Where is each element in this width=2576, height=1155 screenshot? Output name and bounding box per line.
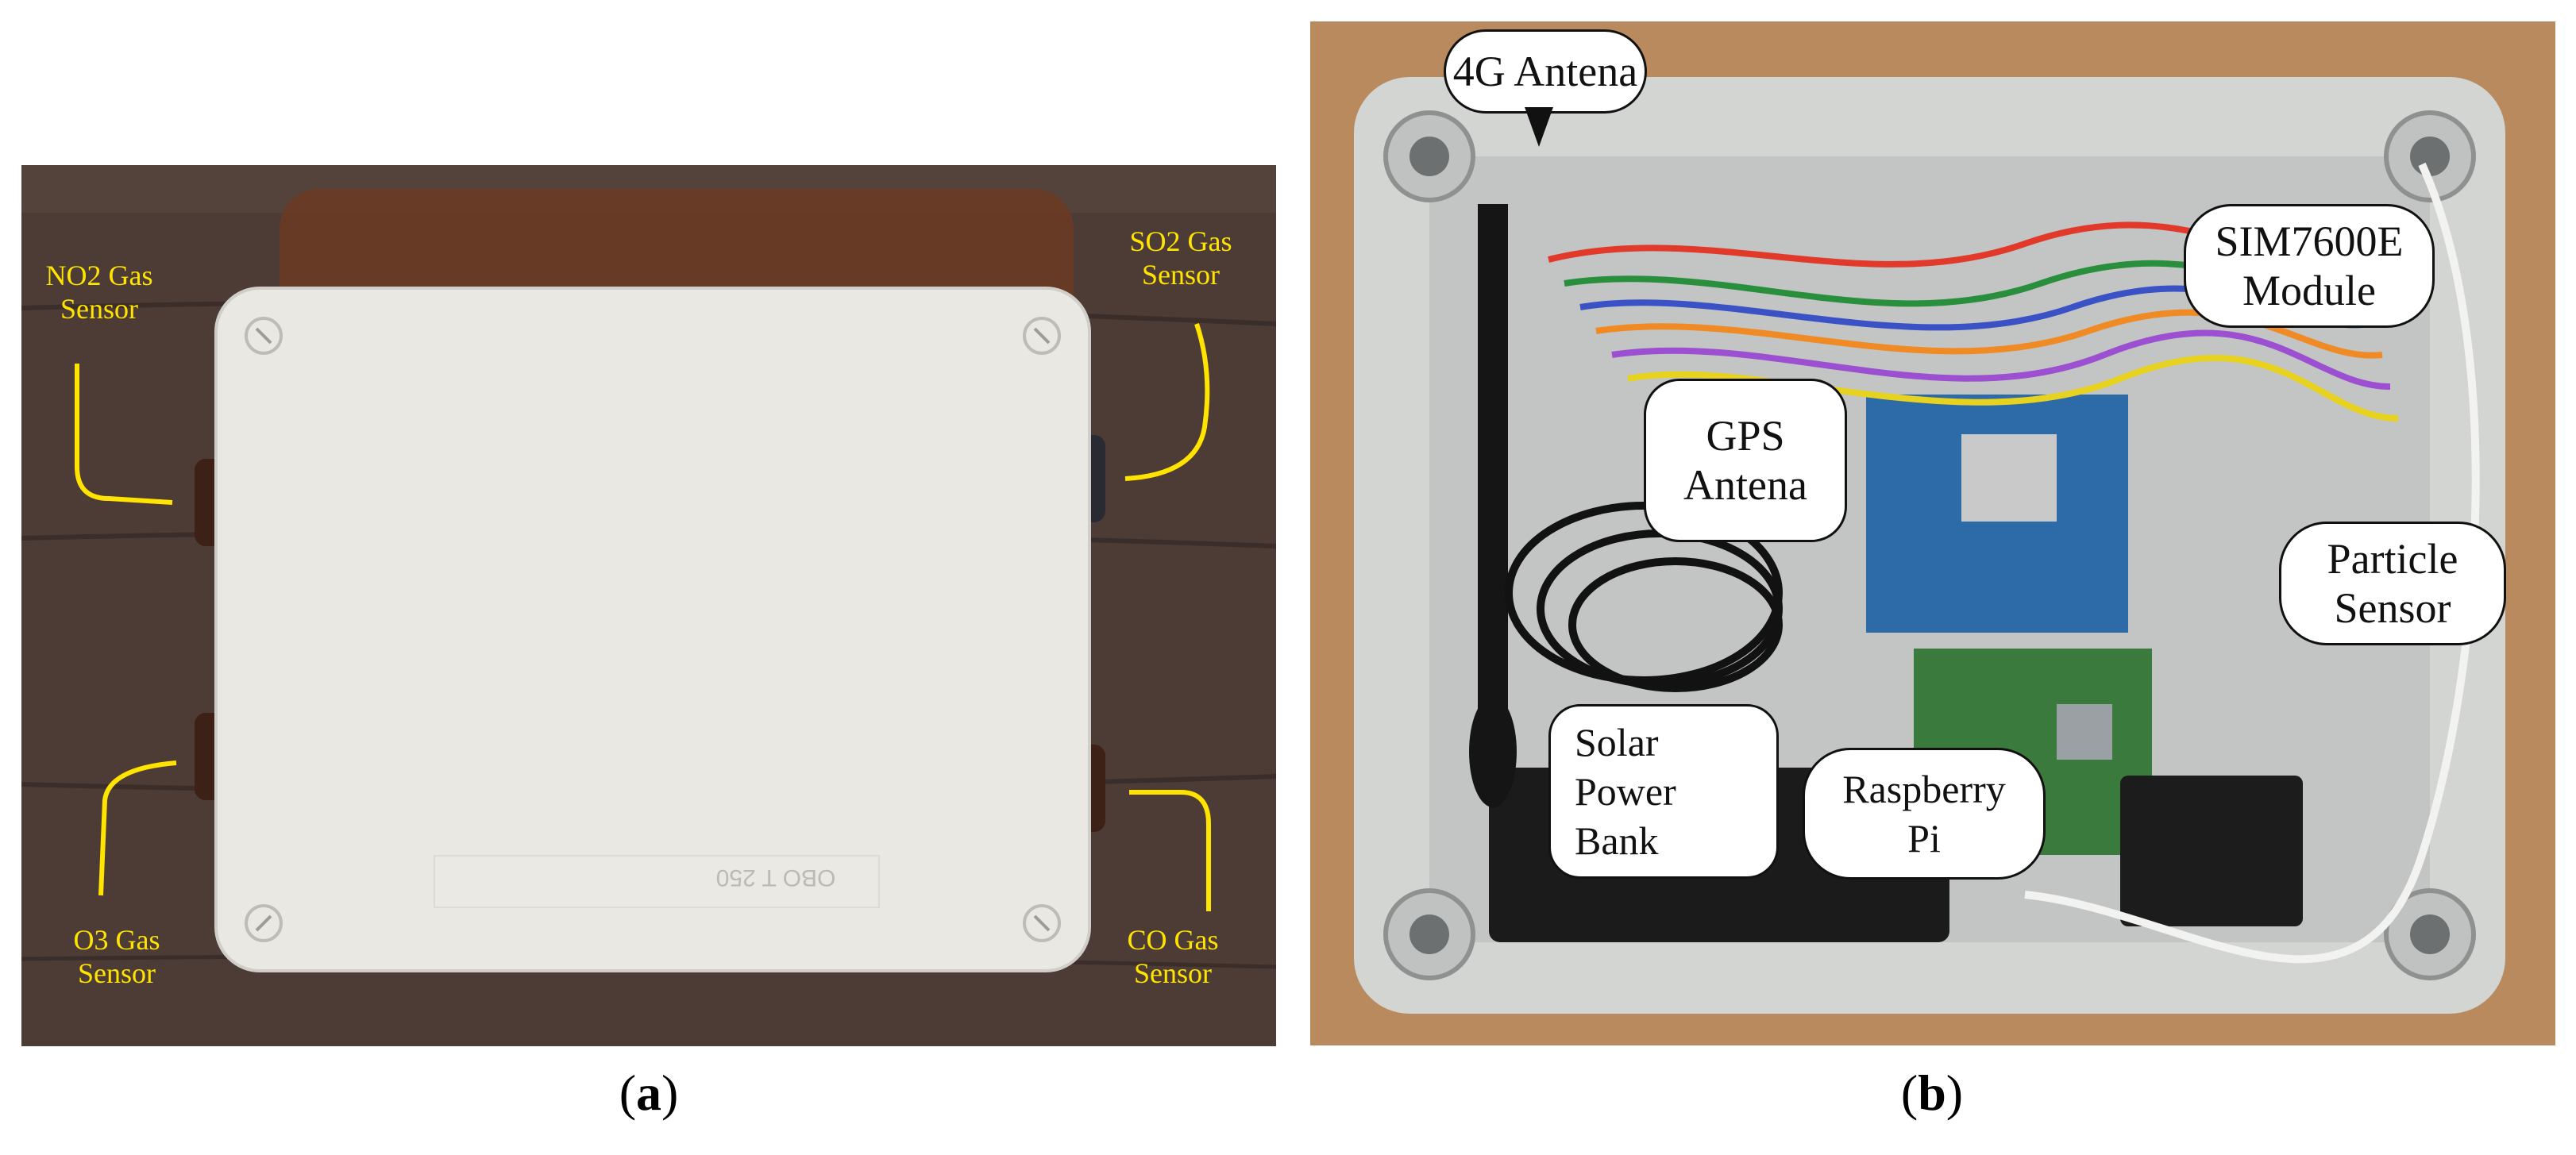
no2-sensor-label: NO2 Gas Sensor [45, 260, 153, 325]
enclosure-closed-photo [21, 165, 1276, 1046]
callout-4g-antenna: 4G Antena [1444, 29, 1647, 114]
caption-b-letter: b [1918, 1065, 1946, 1121]
caption-b-open: ( [1900, 1065, 1919, 1121]
callout-particle-sensor: Particle Sensor [2279, 522, 2506, 645]
caption-b-close: ) [1945, 1065, 1964, 1121]
callout-sim-module: SIM7600E Module [2184, 204, 2435, 328]
caption-a-letter: a [636, 1065, 661, 1121]
box-marking: OBO T 250 [715, 864, 836, 891]
callout-tail [1525, 107, 1553, 147]
so2-sensor-label: SO2 Gas Sensor [1129, 225, 1232, 291]
o3-sensor-label: O3 Gas Sensor [73, 924, 160, 989]
caption-b: (b) [1853, 1064, 2011, 1122]
caption-a-open: ( [619, 1065, 636, 1121]
photo-panel-a: NO2 Gas Sensor SO2 Gas Sensor O3 Gas Sen… [21, 165, 1276, 1046]
callout-solar-power-bank: Solar Power Bank [1548, 704, 1779, 879]
caption-a: (a) [569, 1064, 728, 1122]
callout-raspberry-pi: Raspberry Pi [1803, 748, 2046, 880]
callout-gps-antenna: GPS Antena [1644, 379, 1847, 542]
photo-panel-b: 4G Antena SIM7600E Module GPS Antena Par… [1310, 21, 2555, 1045]
co-sensor-label: CO Gas Sensor [1127, 924, 1219, 989]
caption-a-close: ) [661, 1065, 679, 1121]
